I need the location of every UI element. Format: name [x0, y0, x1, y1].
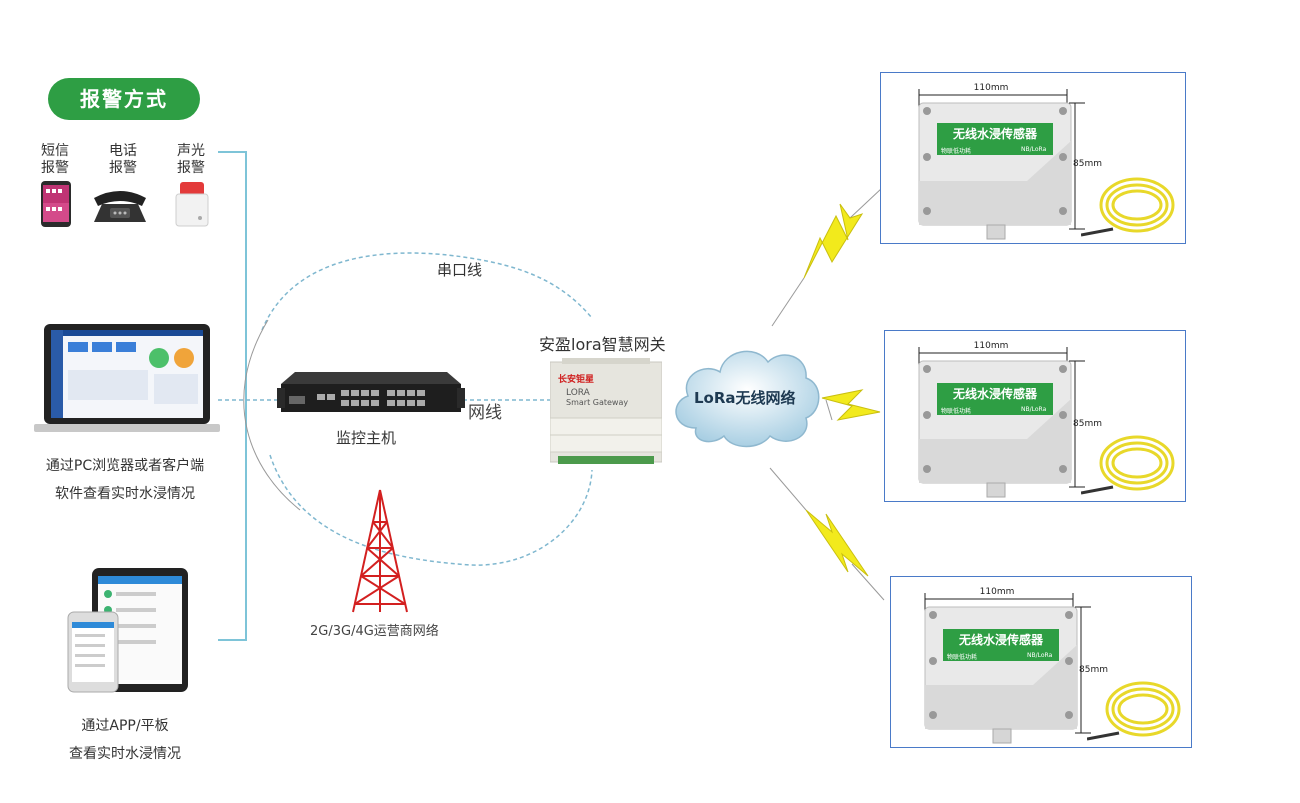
- gateway-brand: 长安钜星: [558, 375, 595, 385]
- phone-alarm-line1: 电话: [109, 143, 137, 159]
- cell-tower-icon: [352, 489, 408, 613]
- lightning-bolt-icon: [805, 509, 869, 577]
- sensor-height-label: 85mm: [1073, 159, 1102, 169]
- sensor-name: 无线水浸传感器: [937, 123, 1053, 145]
- laptop-icon: [34, 324, 220, 432]
- sensor-width-label: 110mm: [973, 83, 1009, 93]
- sensor-width-label: 110mm: [973, 341, 1009, 351]
- pc-caption-line2: 软件查看实时水浸情况: [55, 486, 195, 502]
- sms-alarm-label: 短信 报警: [35, 143, 75, 177]
- sms-alarm-line1: 短信: [41, 143, 69, 159]
- gateway-label: 安盈lora智慧网关: [539, 335, 666, 354]
- serial-cable-label: 串口线: [437, 261, 483, 279]
- sensor-label-strip: [937, 405, 1053, 415]
- monitoring-host-label: 监控主机: [336, 429, 397, 447]
- sensor-label-strip: [943, 651, 1059, 661]
- light-alarm-label: 声光 报警: [171, 143, 211, 177]
- sensor-brand: 物联低功耗: [941, 148, 972, 155]
- strobe-siren-icon: [175, 182, 209, 227]
- water-leak-cable-icon: [1081, 435, 1175, 495]
- network-cable-label: 网线: [468, 403, 502, 423]
- gateway-box: [550, 358, 662, 464]
- height-dimension-line: [1075, 606, 1091, 734]
- cloud-icon: [675, 350, 820, 448]
- light-alarm-line1: 声光: [177, 143, 205, 159]
- phone-alarm-line2: 报警: [109, 160, 137, 176]
- pc-caption-line1: 通过PC浏览器或者客户端: [45, 458, 205, 474]
- alarm-title-pill: 报警方式: [48, 78, 200, 120]
- smartphone-icon: [41, 181, 71, 227]
- sensor-width-label: 110mm: [979, 587, 1015, 597]
- app-caption-line1: 通过APP/平板: [81, 718, 169, 734]
- sensor-brand: 物联低功耗: [947, 654, 978, 661]
- sensor-enclosure: [924, 606, 1078, 744]
- sensor-card: 110mm 无线水浸传感器 物联低功耗 NB/LoRa 85mm: [890, 576, 1192, 748]
- sensor-name: 无线水浸传感器: [943, 629, 1059, 651]
- water-leak-cable-icon: [1087, 681, 1181, 741]
- height-dimension-line: [1069, 360, 1085, 488]
- tablet-phone-icon: [67, 568, 188, 693]
- gateway-device: 长安钜星 LORA Smart Gateway: [550, 358, 662, 468]
- water-leak-cable-icon: [1081, 177, 1175, 237]
- light-alarm-line2: 报警: [177, 160, 205, 176]
- gateway-subtitle: Smart Gateway: [566, 398, 629, 407]
- cloud-label: LoRa无线网络: [694, 389, 796, 407]
- app-caption: 通过APP/平板 查看实时水浸情况: [20, 712, 230, 768]
- alarm-title: 报警方式: [80, 87, 168, 111]
- sms-alarm-line2: 报警: [41, 160, 69, 176]
- phone-alarm-label: 电话 报警: [103, 143, 143, 177]
- carrier-network-label: 2G/3G/4G运营商网络: [310, 624, 439, 639]
- sensor-label-strip: [937, 145, 1053, 155]
- telephone-icon: [94, 191, 146, 222]
- lightning-bolt-icon: [821, 389, 881, 421]
- monitoring-host-icon: [277, 372, 465, 412]
- app-caption-line2: 查看实时水浸情况: [69, 746, 181, 762]
- sensor-height-label: 85mm: [1073, 419, 1102, 429]
- pc-caption: 通过PC浏览器或者客户端 软件查看实时水浸情况: [20, 452, 230, 508]
- sensor-enclosure: [918, 360, 1072, 498]
- sensor-name: 无线水浸传感器: [937, 383, 1053, 405]
- sensor-tag: NB/LoRa: [1027, 652, 1053, 659]
- sensor-card: 110mm 无线水浸传感器 物联低功耗 NB/LoRa 85mm: [880, 72, 1186, 244]
- height-dimension-line: [1069, 102, 1085, 230]
- sensor-height-label: 85mm: [1079, 665, 1108, 675]
- sensor-tag: NB/LoRa: [1021, 406, 1047, 413]
- sensor-card: 110mm 无线水浸传感器 物联低功耗 NB/LoRa 85mm: [884, 330, 1186, 502]
- sensor-brand: 物联低功耗: [941, 408, 972, 415]
- lightning-bolt-icon: [803, 203, 864, 279]
- gateway-model: LORA: [566, 388, 590, 398]
- sensor-tag: NB/LoRa: [1021, 146, 1047, 153]
